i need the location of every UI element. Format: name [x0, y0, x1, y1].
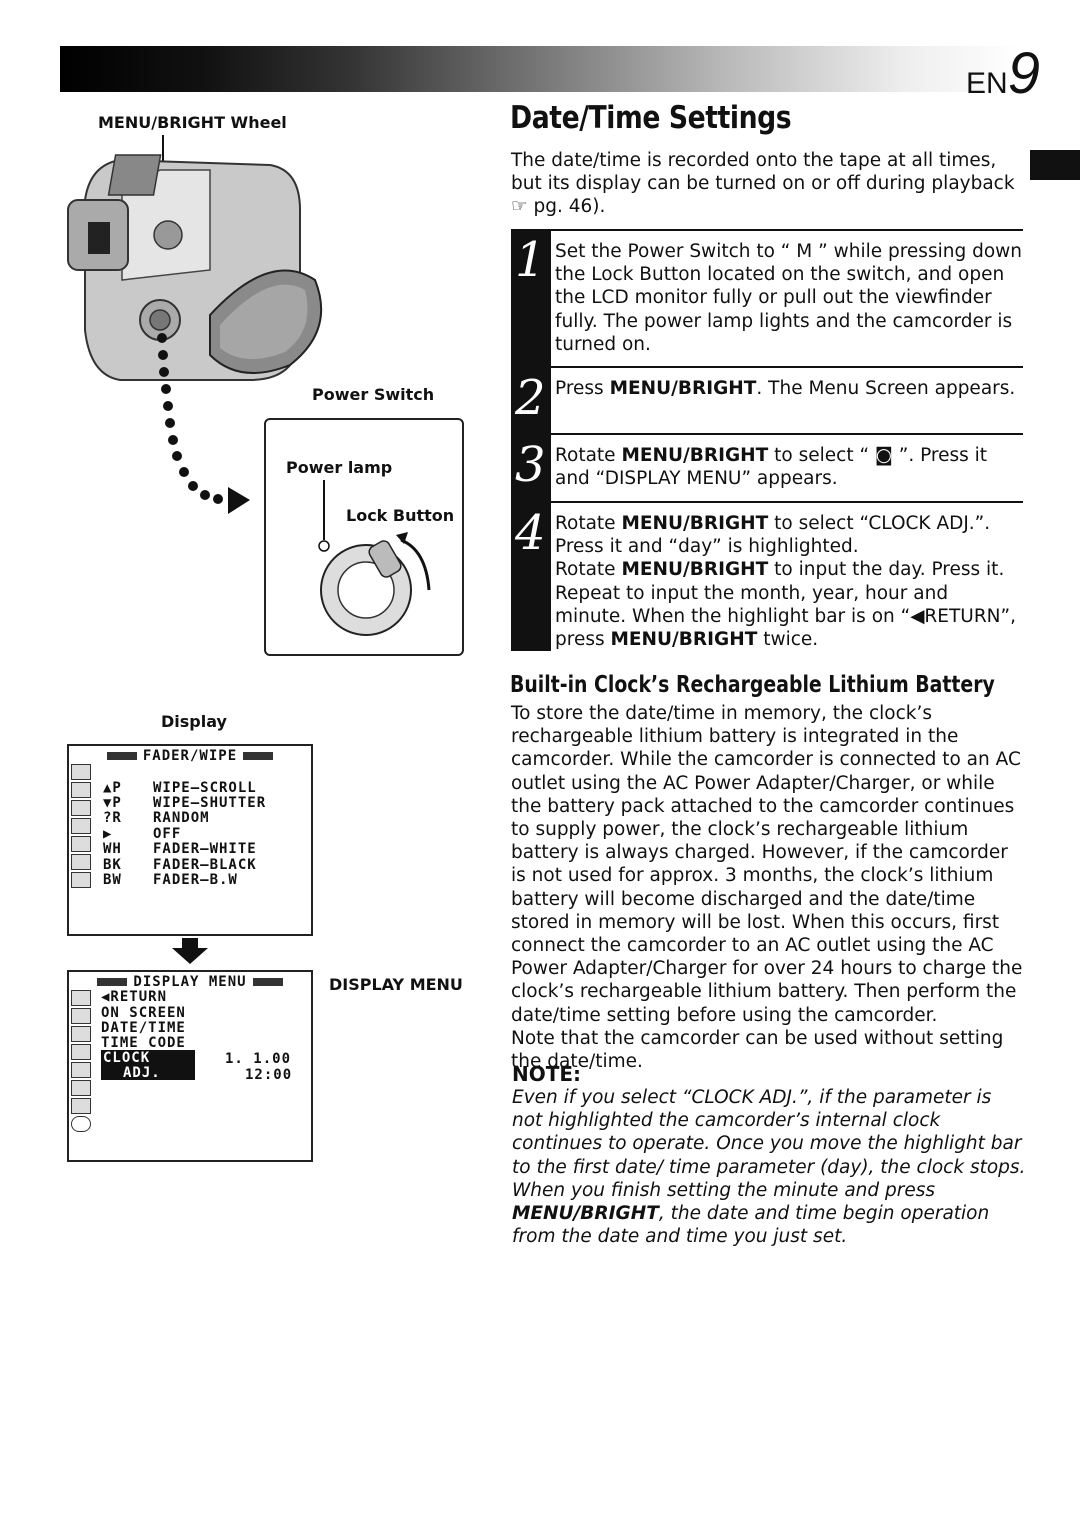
fader-row-icon: ▼P: [103, 795, 122, 811]
menu-bright-wheel-label: MENU/BRIGHT Wheel: [98, 113, 287, 132]
note-body: Even if you select “CLOCK ADJ.”, if the …: [512, 1086, 1027, 1248]
step-number: 3: [515, 437, 546, 493]
power-lamp-label: Power lamp: [286, 458, 393, 477]
page-prefix: EN: [966, 67, 1008, 100]
fader-row-icon: ?R: [103, 810, 122, 826]
fader-row-icon: BW: [103, 872, 122, 888]
step-number: 1: [515, 232, 546, 288]
display-menu-title-row: DISPLAY MENU: [69, 974, 311, 990]
page-title: Date/Time Settings: [510, 100, 792, 136]
display-menu-label: DISPLAY MENU: [329, 975, 463, 994]
intro-page-reference: ☞ pg. 46).: [511, 196, 606, 218]
battery-section: To store the date/time in memory, the cl…: [511, 702, 1026, 1073]
step-2-post: . The Menu Screen appears.: [756, 378, 1016, 399]
step-divider: [511, 229, 1023, 231]
header-band: [60, 46, 1020, 92]
step-bar: [511, 231, 551, 651]
intro-text: The date/time is recorded onto the tape …: [511, 149, 1026, 219]
note-post: , the date and time begin operation from…: [512, 1203, 990, 1248]
lock-button-label: Lock Button: [346, 506, 455, 525]
fader-row-icon: ▶: [103, 826, 113, 842]
step-4-line1-post: to select “CLOCK ADJ.”. Press it and “da…: [555, 513, 991, 558]
arrow-down-icon: [172, 938, 208, 964]
camcorder-illustration: [67, 135, 323, 514]
step-3-text: Rotate MENU/BRIGHT to select “ ◙ ”. Pres…: [555, 444, 1025, 490]
clock-label: CLOCK: [103, 1050, 151, 1066]
battery-note-paragraph: Note that the camcorder can be used with…: [511, 1027, 1004, 1073]
step-3-pre: Rotate: [555, 445, 622, 466]
step-4-line2-end: twice.: [757, 629, 819, 651]
step-divider: [551, 366, 1023, 368]
fader-row-text: FADER–B.W: [153, 872, 238, 888]
fader-row-icon: WH: [103, 841, 122, 857]
fader-row-text: WIPE–SHUTTER: [153, 795, 267, 811]
section-tab: [1030, 150, 1080, 180]
step-4-line2-post: to input the day. Press it. Repeat to in…: [555, 559, 1016, 651]
fader-row-text: FADER–WHITE: [153, 841, 257, 857]
clock-adj-highlight: CLOCK ADJ.: [101, 1050, 195, 1081]
step-2-pre: Press: [555, 378, 610, 399]
menu-bright-ref: MENU/BRIGHT: [610, 629, 758, 651]
step-divider: [551, 501, 1023, 503]
fader-row-icon: BK: [103, 857, 122, 873]
step-4-line2-pre: Rotate: [555, 559, 622, 581]
menu-side-icons: [71, 990, 91, 1134]
fader-wipe-menu-screen: FADER/WIPE ▲P WIPE–SCROLL ▼P WIPE–SHUTTE…: [67, 744, 313, 936]
step-2-text: Press MENU/BRIGHT. The Menu Screen appea…: [555, 377, 1025, 400]
step-1-text: Set the Power Switch to “ M ” while pres…: [555, 241, 1022, 355]
step-4-text: Rotate MENU/BRIGHT to select “CLOCK ADJ.…: [555, 512, 1025, 651]
menu-bright-ref: MENU/BRIGHT: [512, 1203, 659, 1225]
power-switch-closeup: Power lamp Lock Button: [264, 418, 464, 656]
fader-row-icon: ▲P: [103, 780, 122, 796]
display-label: Display: [161, 712, 227, 731]
note-heading: NOTE:: [512, 1062, 582, 1086]
step-number: 4: [515, 505, 546, 561]
fader-row-text: FADER–BLACK: [153, 857, 257, 873]
menu-side-icons: [71, 764, 91, 890]
display-menu-row: ON SCREEN: [101, 1005, 186, 1021]
step-4-line1-pre: Rotate: [555, 513, 622, 534]
adj-label: ADJ.: [123, 1065, 161, 1081]
fader-row-text: RANDOM: [153, 810, 210, 826]
fader-row-text: OFF: [153, 826, 182, 842]
menu-bright-ref: MENU/BRIGHT: [621, 445, 769, 466]
page-number-value: 9: [1007, 41, 1040, 106]
display-menu-row: TIME CODE: [101, 1035, 186, 1051]
time-value: 12:00: [245, 1067, 293, 1083]
display-menu-title: DISPLAY MENU: [133, 974, 247, 990]
power-switch-dial-icon: [318, 480, 431, 636]
page-number: EN9: [966, 40, 1040, 107]
date-value: 1. 1.00: [225, 1051, 292, 1067]
step-number: 2: [515, 370, 546, 426]
note-pre: Even if you select “CLOCK ADJ.”, if the …: [512, 1087, 1026, 1201]
battery-heading: Built-in Clock’s Rechargeable Lithium Ba…: [510, 672, 995, 698]
intro-paragraph: The date/time is recorded onto the tape …: [511, 150, 1015, 195]
battery-paragraph: To store the date/time in memory, the cl…: [511, 703, 1023, 1026]
fader-wipe-title: FADER/WIPE: [142, 748, 238, 764]
display-menu-row: ◀RETURN: [101, 989, 168, 1005]
step-3-post: to select “ ◙ ”. Press it and “DISPLAY M…: [555, 445, 988, 490]
power-switch-label: Power Switch: [312, 385, 435, 404]
menu-bright-ref: MENU/BRIGHT: [621, 559, 769, 581]
display-menu-screen: DISPLAY MENU ◀RETURN ON SCREEN DATE/TIME…: [67, 970, 313, 1162]
step-divider: [551, 433, 1023, 435]
menu-bright-ref: MENU/BRIGHT: [621, 513, 769, 534]
fader-wipe-title-row: FADER/WIPE: [69, 748, 311, 764]
display-menu-row: DATE/TIME: [101, 1020, 186, 1036]
fader-row-text: WIPE–SCROLL: [153, 780, 257, 796]
menu-bright-ref: MENU/BRIGHT: [609, 378, 757, 399]
